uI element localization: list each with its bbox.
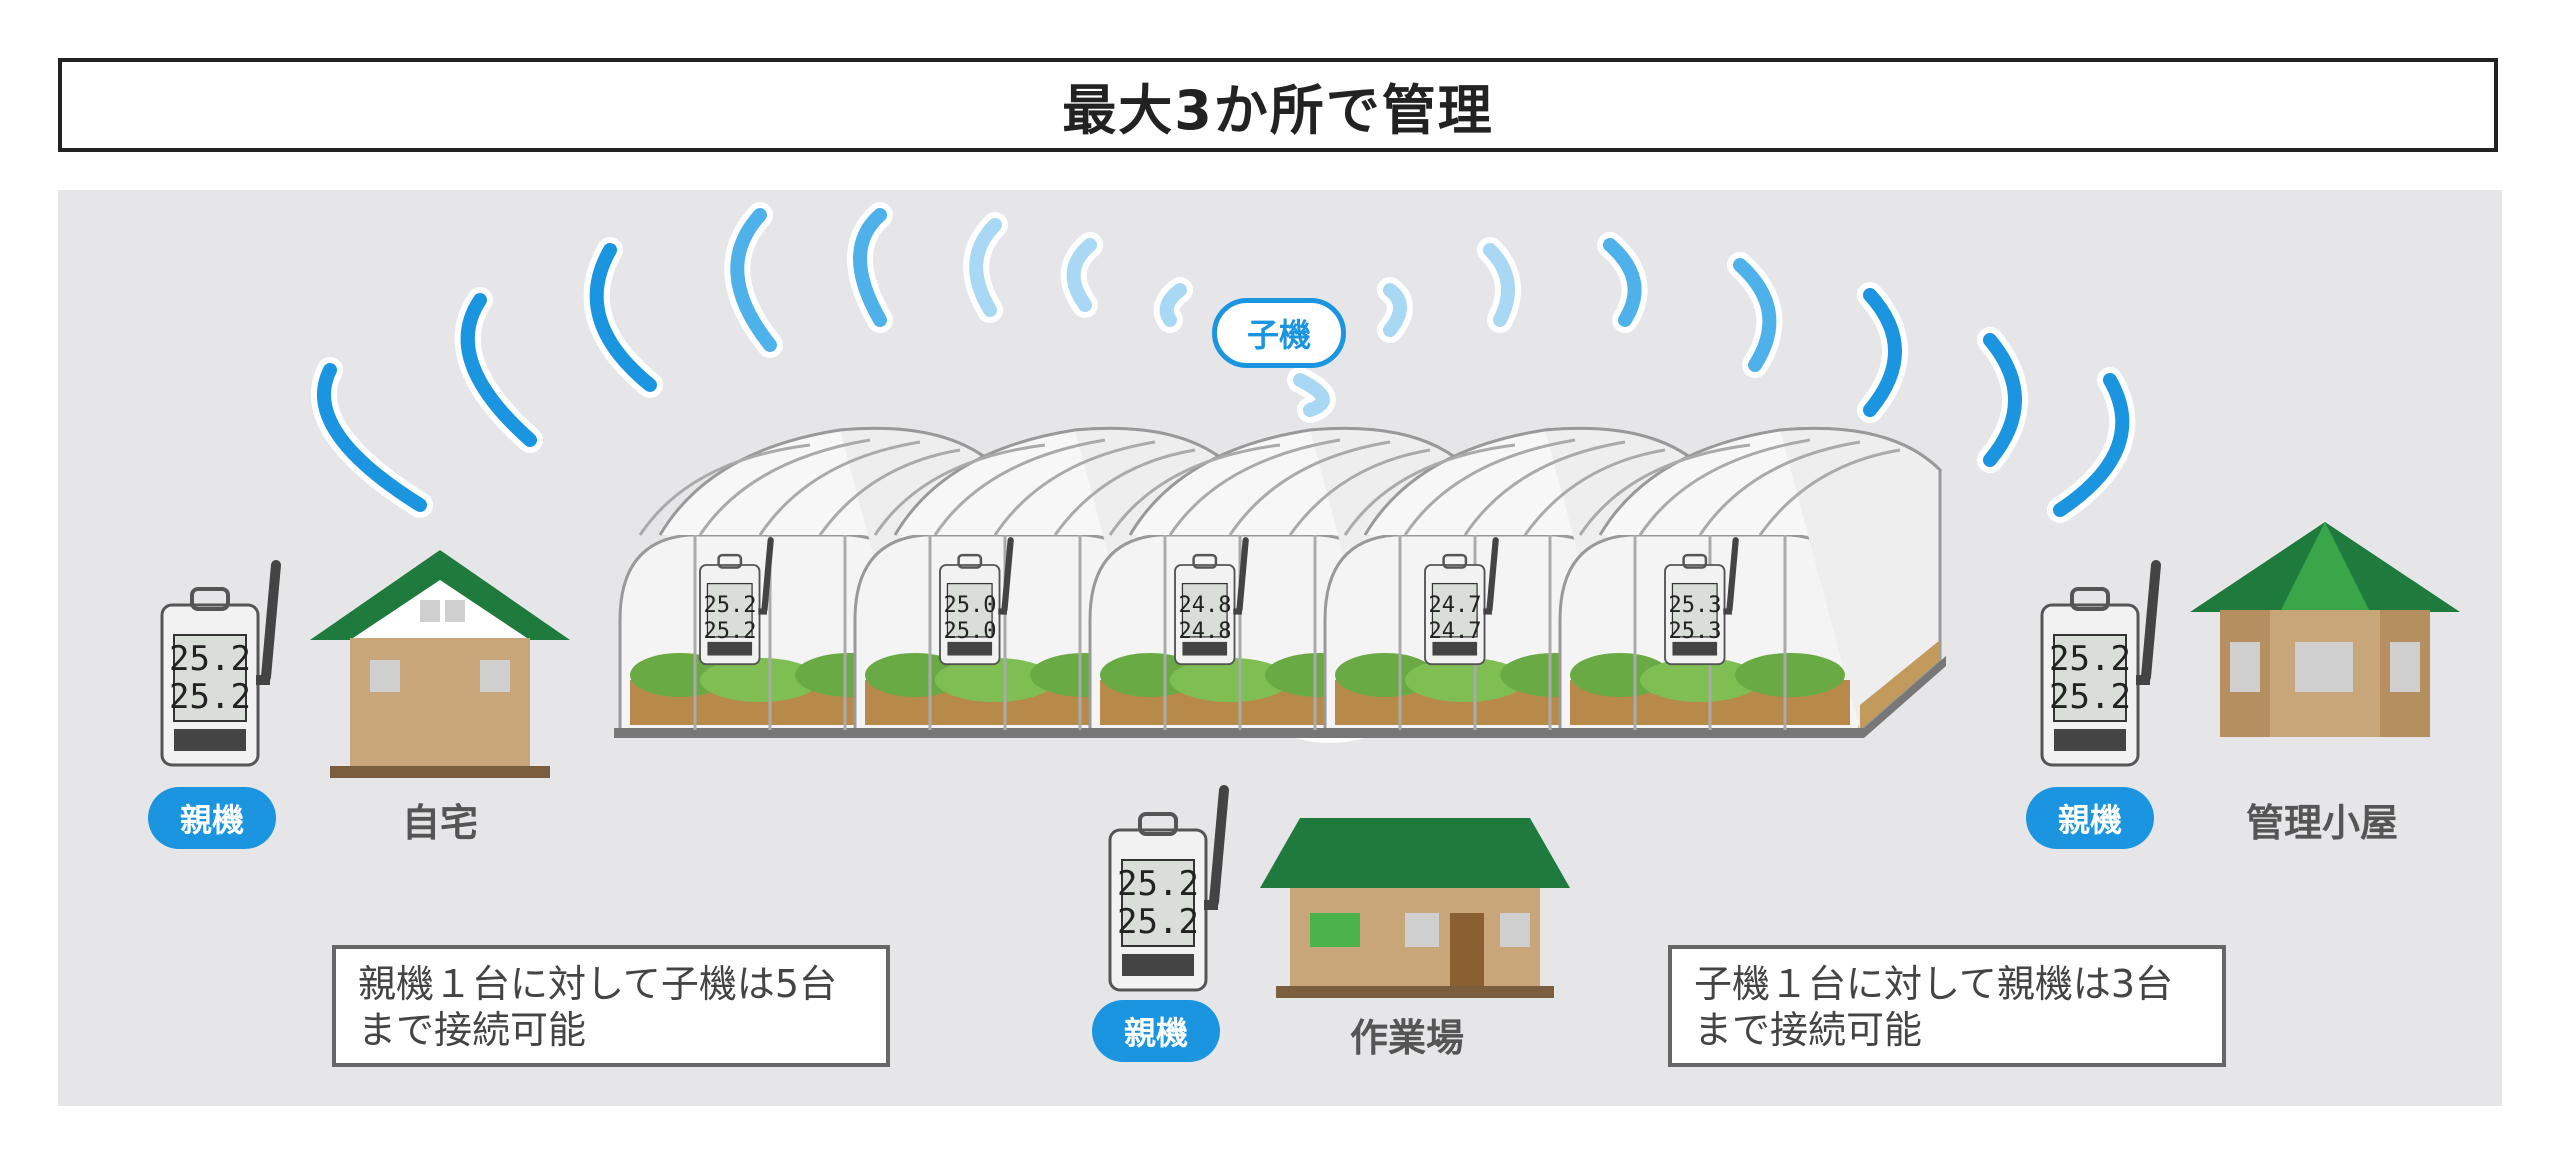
child-unit-label: 子機 (1212, 298, 1346, 368)
note-left-line2: まで接続可能 (358, 1008, 587, 1052)
note-right: 子機１台に対して親機は3台 まで接続可能 (1668, 945, 2226, 1067)
parent-reading-2b: 25.2 (1117, 902, 1199, 942)
page-title: 最大3か所で管理 (1062, 78, 1494, 142)
title-box: 最大3か所で管理 (58, 58, 2498, 152)
greenhouse-row (612, 426, 1948, 740)
parent-reading-1: 25.2 (169, 639, 251, 679)
child-reading-3: 24.8 (1179, 593, 1232, 618)
parent-reading-2: 25.2 (1117, 864, 1199, 904)
place-home: 自宅 (402, 801, 479, 845)
child-reading-5: 25.3 (1669, 593, 1722, 618)
note-left-line1: 親機１台に対して子機は5台 (358, 962, 838, 1006)
child-reading-3b: 24.8 (1179, 619, 1232, 644)
home-house-icon (310, 550, 570, 778)
note-right-line1: 子機１台に対して親機は3台 (1694, 962, 2174, 1006)
child-reading-5b: 25.3 (1669, 619, 1722, 644)
child-reading-1b: 25.2 (704, 619, 757, 644)
child-loggers: 25.2 25.2 25.0 25.0 24.8 24.8 24.7 24.7 … (700, 540, 1736, 664)
child-reading-4b: 24.7 (1429, 619, 1482, 644)
parent-label-home: 親機 (148, 787, 276, 849)
parent-loggers: 25.2 25.2 25.2 25.2 25.2 25.2 (162, 565, 2156, 990)
child-reading-4: 24.7 (1429, 593, 1482, 618)
place-workshop: 作業場 (1350, 1016, 1465, 1060)
child-reading-1: 25.2 (704, 593, 757, 618)
note-left: 親機１台に対して子機は5台 まで接続可能 (332, 945, 890, 1067)
child-reading-2: 25.0 (944, 593, 997, 618)
parent-reading-3: 25.2 (2049, 639, 2131, 679)
workshop-house-icon (1260, 818, 1570, 998)
parent-label-workshop: 親機 (1092, 1000, 1220, 1062)
parent-reading-1b: 25.2 (169, 677, 251, 717)
place-hut: 管理小屋 (2246, 801, 2399, 845)
parent-reading-3b: 25.2 (2049, 677, 2131, 717)
note-right-line2: まで接続可能 (1694, 1008, 1923, 1052)
hut-house-icon (2190, 522, 2460, 737)
parent-label-hut: 親機 (2026, 787, 2154, 849)
child-reading-2b: 25.0 (944, 619, 997, 644)
